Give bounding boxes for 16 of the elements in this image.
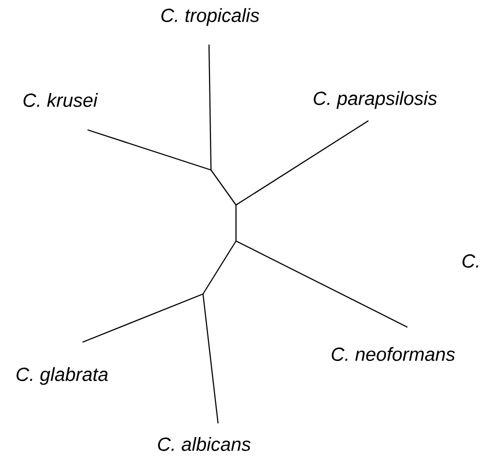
taxon-label: C. neoformans (332, 347, 455, 361)
tree-branch (235, 120, 369, 206)
taxon-label: C. albicans (158, 437, 251, 451)
tree-branch (235, 240, 408, 328)
tree-branch (87, 129, 212, 171)
taxon-label: C. krusei (24, 93, 98, 107)
taxon-label: C. (462, 254, 478, 268)
tree-branch (82, 293, 204, 343)
tree-branch (208, 44, 212, 171)
tree-branch (202, 293, 219, 424)
taxon-label: C. parapsilosis (314, 91, 437, 109)
taxon-label: C. tropicalis (161, 8, 260, 26)
tree-branch (202, 240, 237, 295)
taxon-label: C. glabrata (16, 367, 108, 385)
tree-branch (210, 169, 237, 206)
tree-branch (235, 204, 237, 242)
